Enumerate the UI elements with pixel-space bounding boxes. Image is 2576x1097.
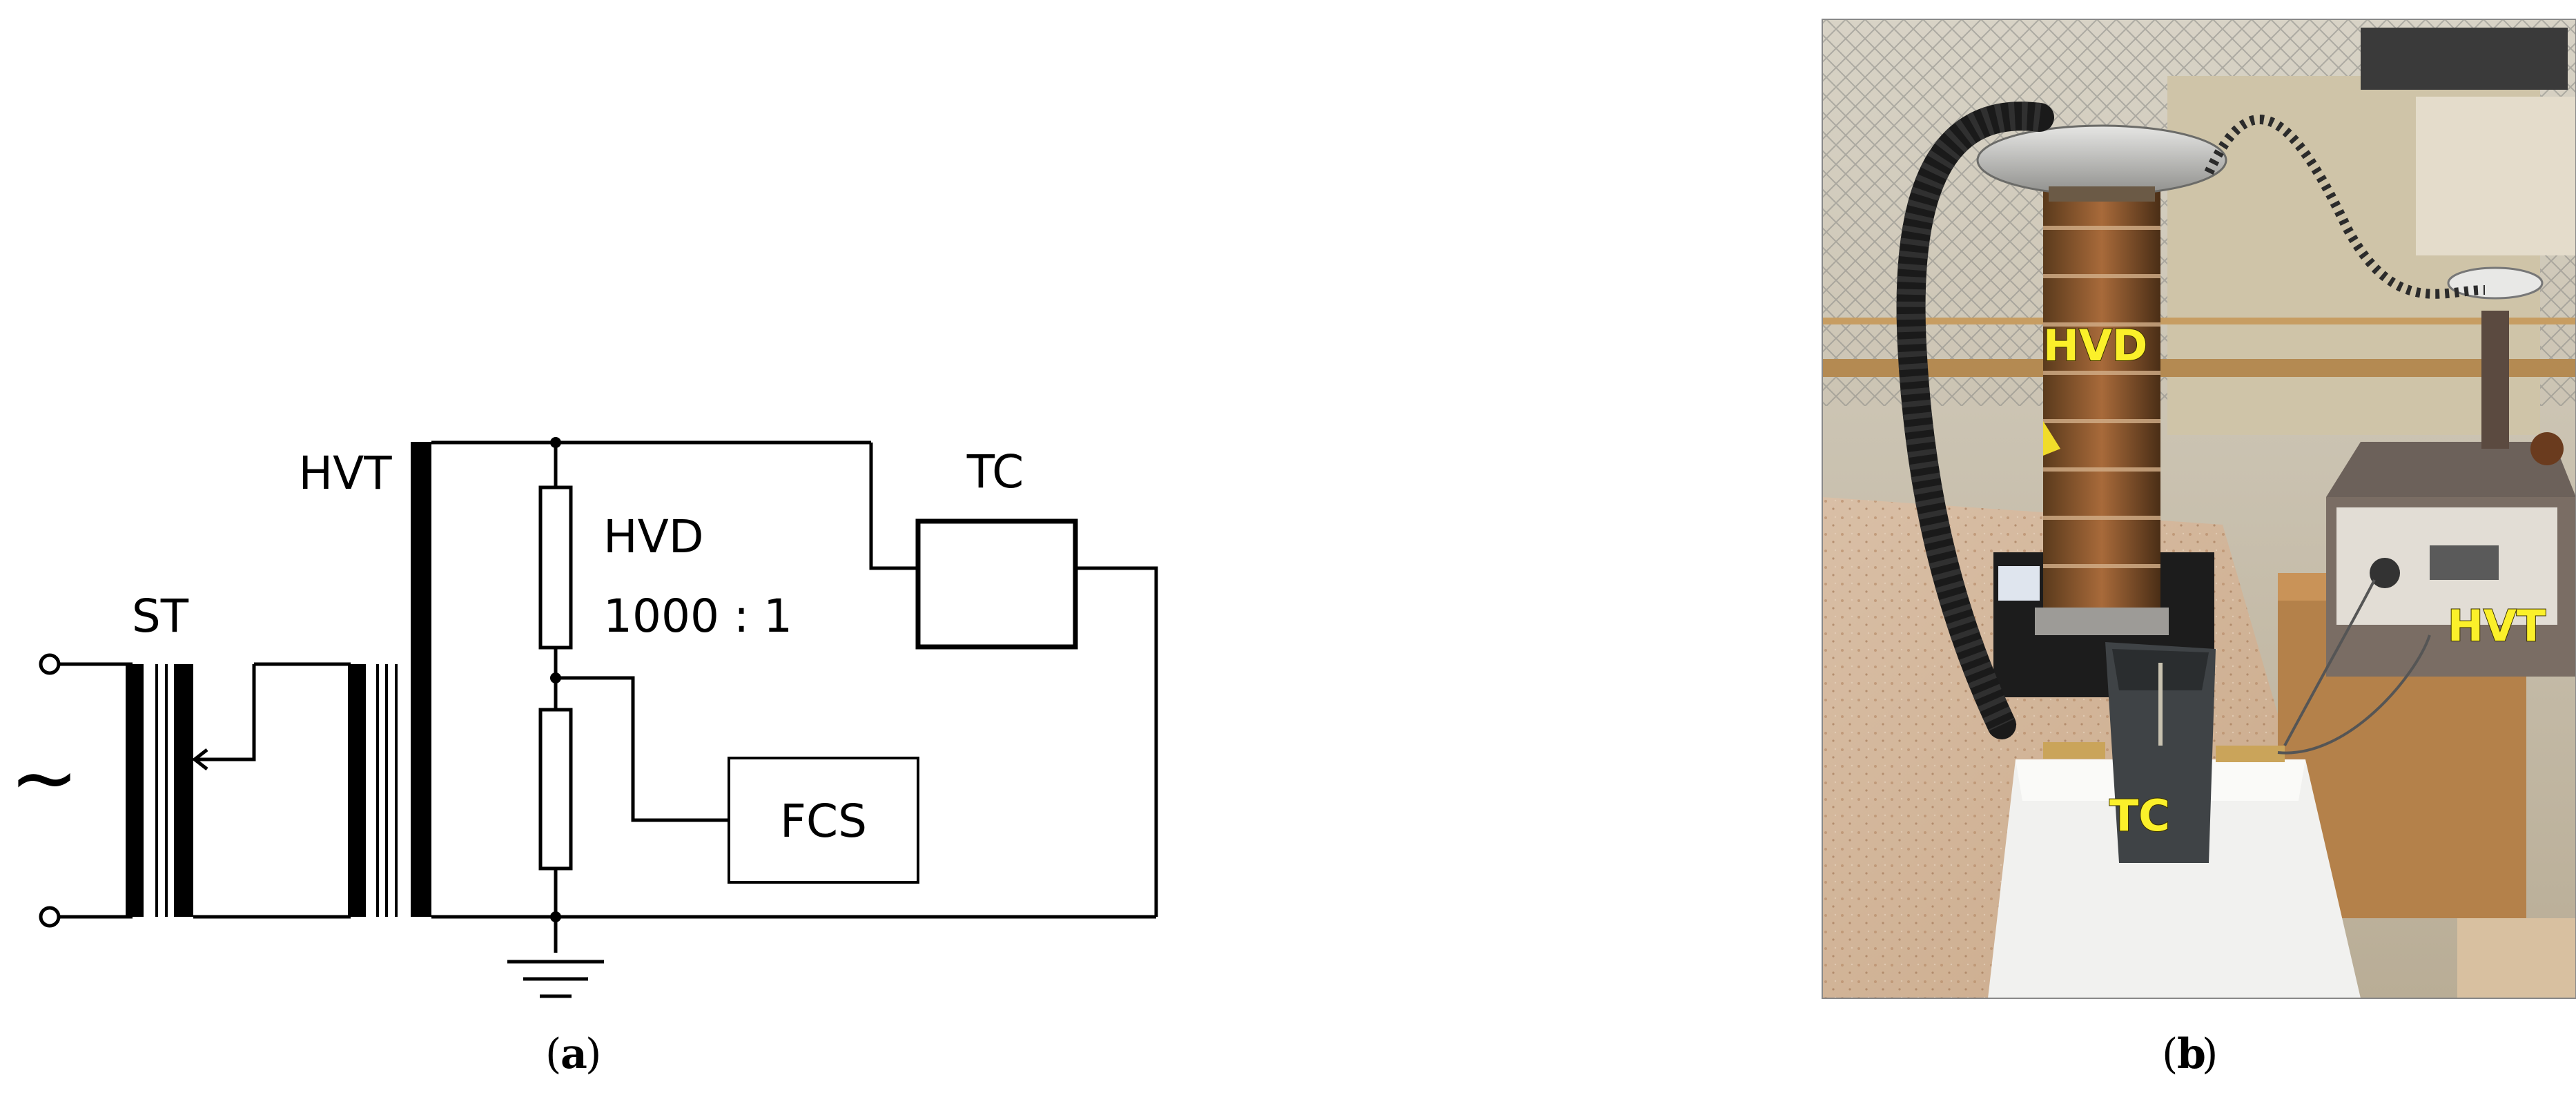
supply-transformer	[126, 664, 351, 919]
caption-b: ( b )	[2162, 1030, 2218, 1078]
photo-hvt-label: HVT	[2448, 601, 2546, 651]
photo-hvt-unit	[2326, 266, 2576, 677]
svg-text:(: (	[2162, 1030, 2178, 1078]
fcs-label: FCS	[780, 795, 867, 848]
caption-b-letter: b	[2177, 1030, 2206, 1078]
divider-ratio: 1000 : 1	[603, 590, 792, 643]
ground-symbol	[507, 960, 604, 998]
fcs-box	[728, 757, 919, 884]
st-label: ST	[132, 590, 189, 643]
hvd-label: HVD	[603, 510, 704, 563]
svg-text:(: (	[545, 1030, 561, 1078]
ac-source-symbol: ~	[10, 730, 79, 826]
photo-hvd-column	[1976, 124, 2227, 697]
svg-text:): )	[585, 1030, 601, 1078]
photo-hvd-label: HVD	[2043, 320, 2147, 371]
hvt-label: HVT	[298, 447, 392, 500]
terminal-top	[39, 653, 61, 675]
caption-a: ( a )	[545, 1030, 601, 1078]
photo-tc-cell	[2043, 642, 2285, 863]
circuit-diagram	[39, 437, 1158, 998]
variable-tap-arrow	[195, 664, 256, 761]
hv-divider	[538, 437, 573, 953]
divider-lower-resistor	[538, 708, 573, 871]
hv-transformer	[348, 442, 431, 917]
divider-upper-resistor	[538, 485, 573, 650]
caption-a-letter: a	[560, 1030, 587, 1078]
photo-tc-label: TC	[2109, 790, 2170, 841]
tc-label: TC	[966, 445, 1024, 498]
terminal-bottom	[39, 906, 61, 928]
svg-text:): )	[2202, 1030, 2218, 1078]
tc-box	[915, 518, 1078, 650]
setup-photo	[1822, 19, 2576, 999]
